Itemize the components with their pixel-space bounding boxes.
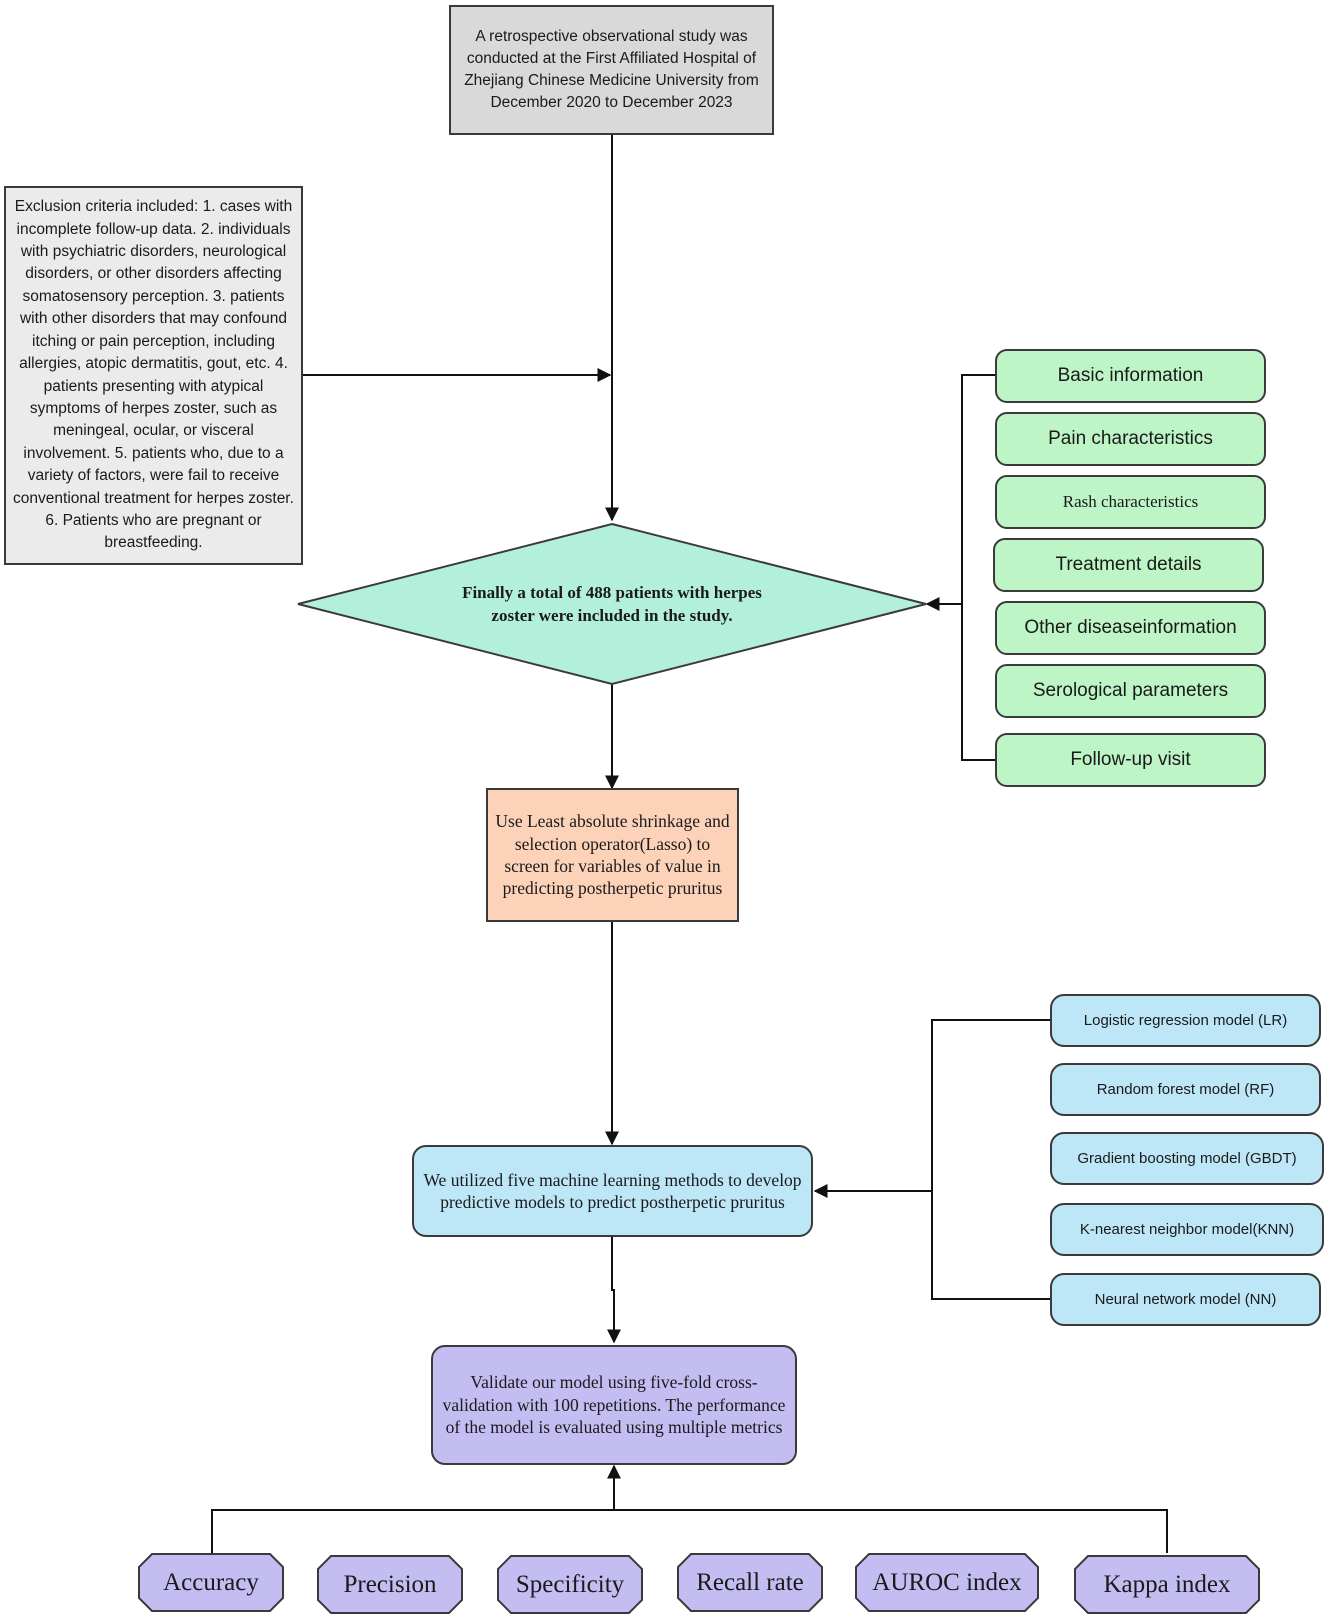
- lasso-box: Use Least absolute shrinkage and selecti…: [486, 788, 739, 922]
- edge-categories-bracket: [961, 374, 995, 761]
- category-other-disease-information: Other diseaseinformation: [995, 601, 1266, 655]
- inclusion-decision: Finally a total of 488 patients with her…: [296, 522, 928, 686]
- validation-box: Validate our model using five-fold cross…: [431, 1345, 797, 1465]
- edge-ml-to-validation: [607, 1236, 621, 1344]
- validation-text: Validate our model using five-fold cross…: [442, 1372, 786, 1438]
- model-neural-network: Neural network model (NN): [1050, 1273, 1321, 1326]
- model-random-forest: Random forest model (RF): [1050, 1063, 1321, 1116]
- category-serological-parameters: Serological parameters: [995, 664, 1266, 718]
- inclusion-diamond-shape: [297, 522, 927, 686]
- category-pain-characteristics: Pain characteristics: [995, 412, 1266, 466]
- metric-precision: Precision: [317, 1555, 463, 1614]
- model-k-nearest-neighbor: K-nearest neighbor model(KNN): [1050, 1203, 1324, 1256]
- inclusion-text: Finally a total of 488 patients with her…: [462, 583, 762, 625]
- metric-specificity: Specificity: [497, 1555, 643, 1614]
- edge-models-bracket: [931, 1019, 1050, 1300]
- model-logistic-regression: Logistic regression model (LR): [1050, 994, 1321, 1047]
- ml-methods-box: We utilized five machine learning method…: [412, 1145, 813, 1237]
- category-rash-characteristics: Rash characteristics: [995, 475, 1266, 529]
- study-text: A retrospective observational study was …: [464, 28, 759, 111]
- metric-accuracy: Accuracy: [138, 1553, 284, 1612]
- metric-auroc-index: AUROC index: [855, 1553, 1039, 1612]
- metric-kappa-index: Kappa index: [1074, 1555, 1260, 1614]
- category-follow-up-visit: Follow-up visit: [995, 733, 1266, 787]
- study-box: A retrospective observational study was …: [449, 5, 774, 135]
- edge-metrics-bracket: [211, 1509, 1168, 1553]
- model-gradient-boosting: Gradient boosting model (GBDT): [1050, 1132, 1324, 1185]
- lasso-text: Use Least absolute shrinkage and selecti…: [495, 811, 730, 899]
- category-basic-information: Basic information: [995, 349, 1266, 403]
- exclusion-criteria-box: Exclusion criteria included: 1. cases wi…: [4, 186, 303, 565]
- exclusion-criteria-text: Exclusion criteria included: 1. cases wi…: [13, 198, 294, 552]
- metric-recall-rate: Recall rate: [677, 1553, 823, 1612]
- category-treatment-details: Treatment details: [993, 538, 1264, 592]
- ml-methods-text: We utilized five machine learning method…: [423, 1169, 802, 1212]
